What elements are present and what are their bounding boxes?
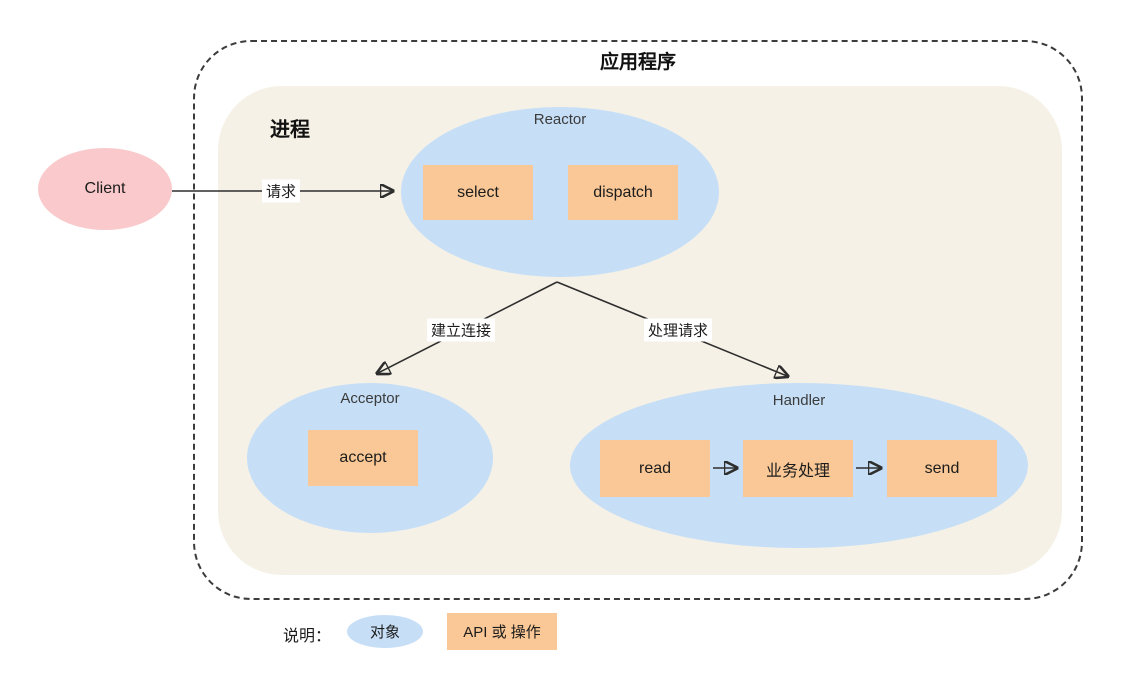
client-label: Client (84, 180, 126, 197)
establish-connection-edge-label: 建立连接 (426, 318, 496, 342)
acceptor-title: Acceptor (340, 390, 400, 407)
read-op-box: read (600, 440, 710, 497)
reactor-title: Reactor (533, 111, 587, 128)
send-op-box: send (887, 440, 997, 497)
select-op-box: select (423, 165, 533, 220)
client-node: Client (38, 148, 172, 230)
legend-api-box: API 或 操作 (447, 613, 557, 650)
legend-object-label: 对象 (369, 624, 400, 641)
application-title: 应用程序 (599, 52, 676, 73)
handler-title: Handler (772, 392, 826, 409)
legend-object-ellipse: 对象 (347, 615, 423, 648)
dispatch-op-box: dispatch (568, 165, 678, 220)
accept-op-box: accept (308, 430, 418, 486)
handle-request-edge-label: 处理请求 (643, 318, 713, 342)
application-boundary (193, 40, 1083, 600)
process-title: 进程 (270, 119, 310, 141)
request-edge-label: 请求 (261, 179, 301, 203)
legend-caption: 说明： (283, 628, 332, 645)
business-process-op-box: 业务处理 (743, 440, 853, 497)
